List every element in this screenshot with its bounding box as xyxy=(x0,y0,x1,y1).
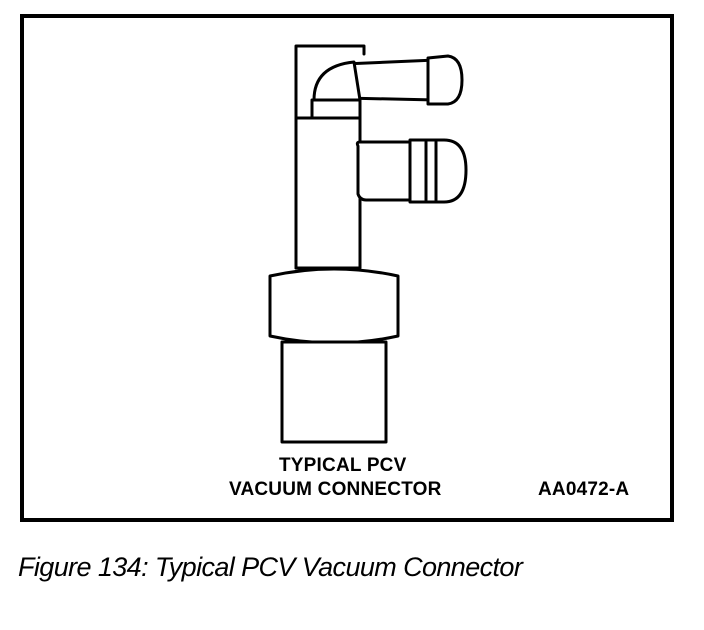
elbow xyxy=(312,60,362,102)
lower-sleeve xyxy=(268,267,400,345)
upper-body xyxy=(294,116,362,270)
figure-frame: TYPICAL PCV VACUUM CONNECTOR AA0472-A xyxy=(20,14,674,522)
part-label-line1: TYPICAL PCV xyxy=(279,455,407,476)
drawing-id: AA0472-A xyxy=(538,479,630,500)
top-nozzle-collar xyxy=(426,54,464,106)
lower-tube xyxy=(280,340,388,444)
pcv-connector-illustration xyxy=(268,44,468,444)
top-bracket xyxy=(294,44,366,78)
side-nozzle xyxy=(355,140,418,202)
figure-caption: Figure 134: Typical PCV Vacuum Connector xyxy=(18,552,523,582)
side-nozzle-collar xyxy=(408,138,468,204)
part-label-line2: VACUUM CONNECTOR xyxy=(229,479,442,500)
upper-ring xyxy=(310,98,362,120)
